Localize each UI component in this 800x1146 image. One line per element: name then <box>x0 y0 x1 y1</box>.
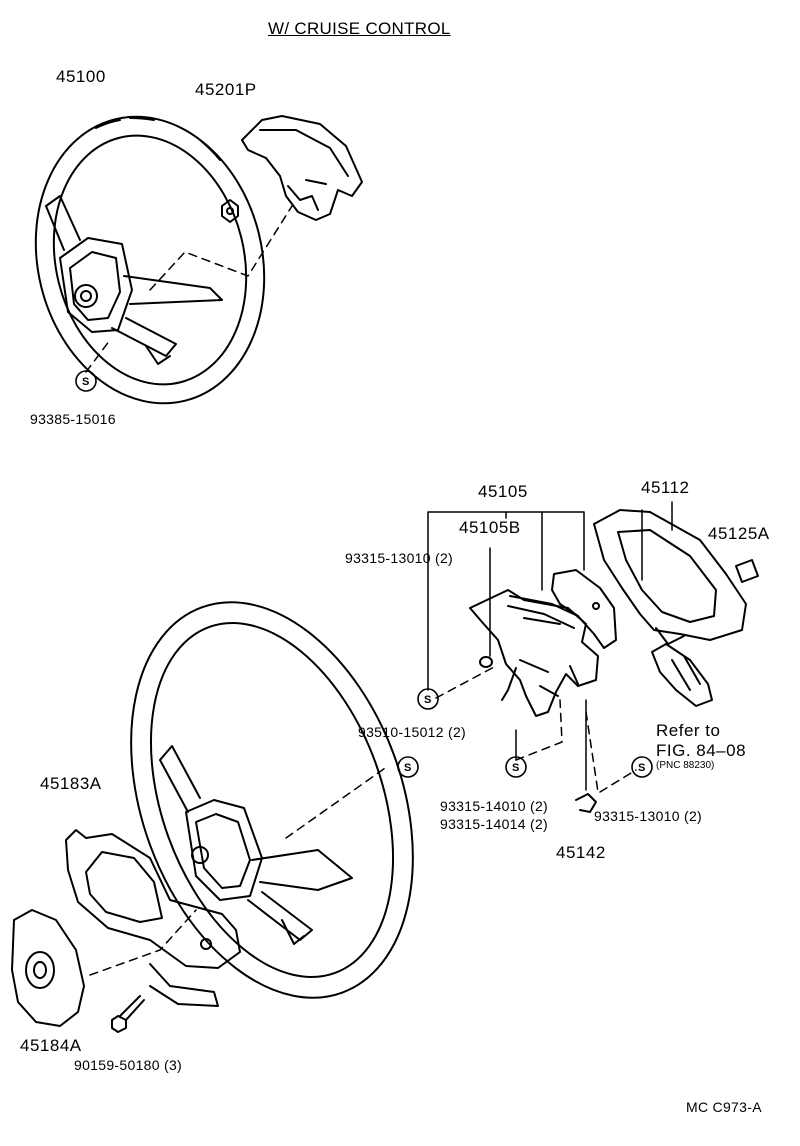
bolt-90159-graphic <box>111 995 145 1033</box>
label-45105: 45105 <box>478 482 528 501</box>
group-bracket-45105 <box>427 501 673 791</box>
footer-code: MC C973-A <box>686 1099 762 1115</box>
marker-s-13010: S <box>631 756 653 778</box>
nut-45201p-graphic <box>221 199 239 223</box>
label-45112: 45112 <box>641 478 690 497</box>
emblem-45125a-graphic <box>735 559 759 583</box>
svg-text:S: S <box>82 376 89 388</box>
leader-lines-top <box>85 205 293 373</box>
steering-wheel-bottom <box>130 601 414 999</box>
clip-45142-graphic <box>575 793 597 813</box>
refer-line1: Refer to <box>656 721 721 740</box>
diagram-title: W/ CRUISE CONTROL <box>268 19 451 38</box>
pad-45184a-graphic <box>11 909 85 1027</box>
label-45201p: 45201P <box>195 80 257 99</box>
plate-45105b-graphic <box>551 569 617 649</box>
cover-45183a-graphic <box>65 829 241 1007</box>
pad-45112-graphic <box>593 509 747 645</box>
label-45100: 45100 <box>56 67 106 86</box>
marker-s-top: S <box>75 370 97 392</box>
label-90159: 90159-50180 (3) <box>74 1057 183 1073</box>
marker-s-93510: S <box>397 756 419 778</box>
bracket-45201p-graphic <box>241 115 363 221</box>
refer-line2: FIG. 84–08 <box>656 741 747 760</box>
svg-text:S: S <box>512 762 519 774</box>
marker-s-14010: S <box>505 756 527 778</box>
spring-45105-graphic <box>469 589 599 717</box>
svg-text:S: S <box>638 762 645 774</box>
label-93315-14010: 93315-14010 (2) <box>440 798 549 814</box>
label-45105b: 45105B <box>459 518 521 537</box>
label-93315-13010-b: 93315-13010 (2) <box>594 808 703 824</box>
label-45142: 45142 <box>556 843 606 862</box>
svg-text:S: S <box>404 762 411 774</box>
label-93385: 93385-15016 <box>30 411 116 427</box>
svg-text:S: S <box>424 694 431 706</box>
refer-parts-graphic <box>651 643 713 707</box>
refer-pnc: (PNC 88230) <box>656 760 715 771</box>
leader-lines-bottom <box>89 665 637 976</box>
label-93315-14014: 93315-14014 (2) <box>440 816 549 832</box>
label-93315-13010-a: 93315-13010 (2) <box>345 550 454 566</box>
label-45183a: 45183A <box>40 774 102 793</box>
label-93510: 93510-15012 (2) <box>358 724 467 740</box>
marker-s-left: S <box>417 688 439 710</box>
label-45125a: 45125A <box>708 524 770 543</box>
steering-wheel-top <box>34 115 266 405</box>
label-45184a: 45184A <box>20 1036 82 1055</box>
